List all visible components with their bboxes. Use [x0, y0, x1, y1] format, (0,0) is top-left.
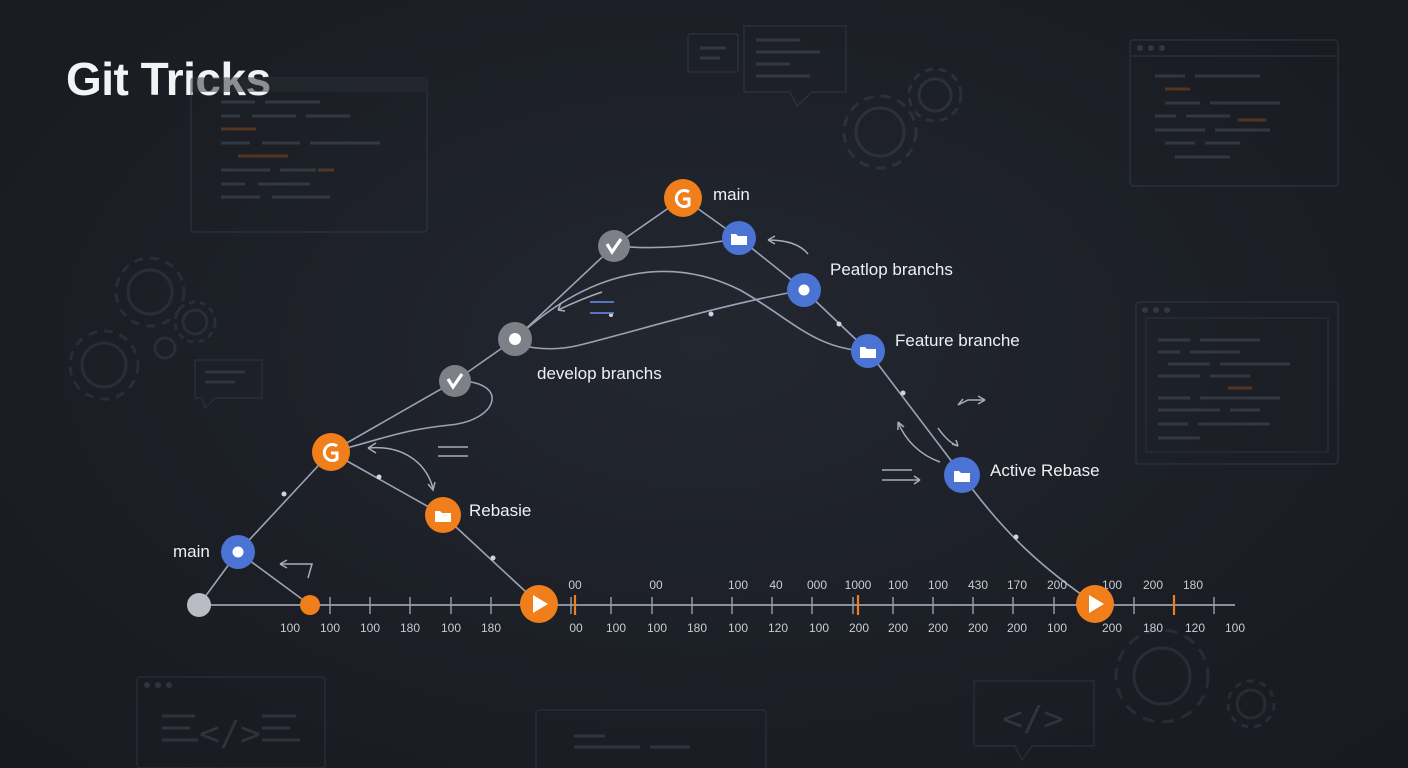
- node-timeline-orange-dot[interactable]: [300, 595, 320, 615]
- node-main-top[interactable]: [664, 179, 702, 217]
- timeline-top-label: 000: [807, 578, 827, 592]
- timeline-bottom-label: 200: [849, 621, 869, 635]
- commit-dot-icon: [509, 333, 521, 345]
- timeline-bottom-label: 200: [1102, 621, 1122, 635]
- blue-dash-mark: [590, 301, 614, 314]
- label-feature-branche: Feature branche: [895, 331, 1020, 350]
- node-play-right[interactable]: [1076, 585, 1114, 623]
- label-active-rebase: Active Rebase: [990, 461, 1100, 480]
- timeline-top-label: 100: [928, 578, 948, 592]
- node-rebasie-folder[interactable]: [425, 497, 461, 533]
- node-active-rebase[interactable]: [944, 457, 980, 493]
- commit-dot-icon: [232, 546, 244, 558]
- label-rebasie: Rebasie: [469, 501, 531, 520]
- node-folder-feature[interactable]: [851, 334, 885, 368]
- node-main-left[interactable]: [221, 535, 255, 569]
- folder-icon: [435, 511, 451, 522]
- timeline-top-label: 1000: [845, 578, 872, 592]
- label-develop-branchs: develop branchs: [537, 364, 662, 383]
- git-icon: [674, 189, 691, 208]
- bg-gear-left: [68, 256, 217, 401]
- timeline-bottom-label: 100: [441, 621, 461, 635]
- svg-text:</>: </>: [1002, 699, 1063, 739]
- timeline-bottom-label: 100: [280, 621, 300, 635]
- check-icon: [446, 373, 464, 390]
- timeline-bottom-label: 100: [1225, 621, 1245, 635]
- bg-gear-bottom-right: [1114, 628, 1276, 729]
- bg-html-window-bottom-left: </>: [136, 676, 326, 768]
- node-git-lower[interactable]: [312, 433, 350, 471]
- bg-chat-bubble-top: [687, 25, 847, 108]
- timeline-bottom-labels: 100 100 100 180 100 180 00 100 100 180 100 120 100 20…: [280, 621, 1245, 635]
- svg-text:</>: </>: [199, 714, 260, 754]
- bg-code-window-top-right: [1129, 39, 1339, 187]
- play-icon: [533, 595, 548, 613]
- timeline-top-label: 100: [888, 578, 908, 592]
- commit-dot-icon: [798, 284, 810, 296]
- bg-code-bubble-bottom-right: </>: [973, 680, 1095, 762]
- bg-code-window-top-left: [190, 77, 428, 233]
- node-develop-commit[interactable]: [498, 322, 532, 356]
- timeline-bottom-label: 180: [687, 621, 707, 635]
- git-icon: [322, 443, 339, 462]
- timeline-top-label: 200: [1143, 578, 1163, 592]
- folder-icon: [731, 234, 747, 245]
- timeline-bottom-label: 180: [400, 621, 420, 635]
- bg-chat-bubble-left: [194, 359, 263, 410]
- bg-window-bottom-center: [535, 709, 767, 768]
- timeline-bottom-label: 100: [647, 621, 667, 635]
- node-checkmark-lower[interactable]: [439, 365, 471, 397]
- label-peatlop-branchs: Peatlop branchs: [830, 260, 953, 279]
- timeline-top-label: 00: [568, 578, 582, 592]
- timeline-bottom-label: 120: [768, 621, 788, 635]
- timeline-bottom-label: 200: [928, 621, 948, 635]
- timeline-top-labels: 00 00 100 40 000 1000 100 100 430 170 200 100 200 180: [568, 578, 1203, 592]
- bg-code-window-right: [1135, 301, 1339, 465]
- annotation-arrows: [279, 235, 986, 579]
- timeline-top-label: 180: [1183, 578, 1203, 592]
- timeline-bottom-label: 200: [968, 621, 988, 635]
- timeline-bottom-label: 100: [360, 621, 380, 635]
- timeline-bottom-label: 180: [481, 621, 501, 635]
- timeline-top-label: 100: [728, 578, 748, 592]
- timeline-bottom-label: 120: [1185, 621, 1205, 635]
- check-icon: [605, 238, 623, 255]
- timeline-bottom-label: 200: [888, 621, 908, 635]
- timeline-top-label: 40: [769, 578, 783, 592]
- label-main-top: main: [713, 185, 750, 204]
- timeline-bottom-label: 100: [809, 621, 829, 635]
- node-checkmark-upper[interactable]: [598, 230, 630, 262]
- line-dots: [281, 311, 1019, 561]
- bg-gear-icon: [842, 67, 963, 170]
- folder-icon: [860, 347, 876, 358]
- node-timeline-start[interactable]: [187, 593, 211, 617]
- folder-icon: [954, 471, 970, 482]
- timeline-top-label: 100: [1102, 578, 1122, 592]
- timeline-bottom-label: 100: [606, 621, 626, 635]
- branch-lines: [198, 197, 1235, 606]
- node-commit-blue[interactable]: [787, 273, 821, 307]
- timeline-bottom-label: 200: [1007, 621, 1027, 635]
- timeline-bottom-label: 180: [1143, 621, 1163, 635]
- timeline-bottom-label: 00: [569, 621, 583, 635]
- node-folder-top[interactable]: [722, 221, 756, 255]
- timeline-bottom-label: 100: [728, 621, 748, 635]
- timeline-bottom-label: 100: [1047, 621, 1067, 635]
- timeline-top-label: 00: [649, 578, 663, 592]
- timeline-top-label: 430: [968, 578, 988, 592]
- timeline-top-label: 170: [1007, 578, 1027, 592]
- label-main-left: main: [173, 542, 210, 561]
- timeline-bottom-label: 100: [320, 621, 340, 635]
- node-play-left[interactable]: [520, 585, 558, 623]
- timeline-top-label: 200: [1047, 578, 1067, 592]
- play-icon: [1089, 595, 1104, 613]
